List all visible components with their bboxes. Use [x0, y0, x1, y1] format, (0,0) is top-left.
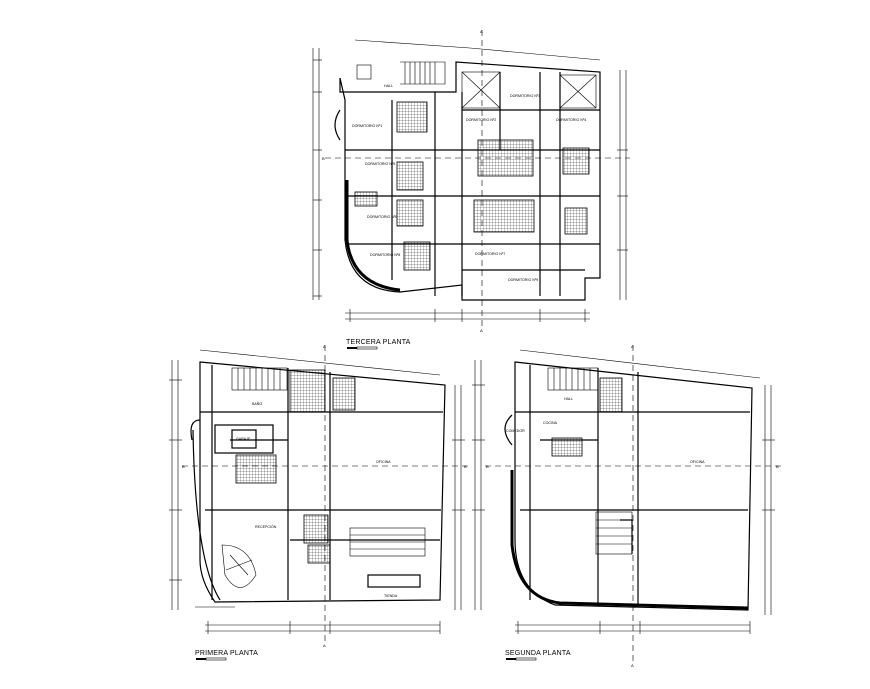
- axis-label: A: [323, 643, 326, 648]
- third-axis-markers: A A B: [322, 29, 630, 333]
- room-label: COMEDOR: [506, 429, 525, 433]
- plan-title-second: SEGUNDA PLANTA: [505, 650, 571, 657]
- third-shafts: [461, 71, 597, 109]
- room-label: BAÑO: [252, 401, 262, 406]
- scale-bar: [347, 347, 357, 349]
- first-floor-plan: A A B B: [169, 344, 468, 661]
- scale-bar: [506, 658, 516, 660]
- first-dimension-lines: [169, 349, 465, 634]
- room-label: DORMITORIO Nº5: [365, 162, 395, 166]
- room-label: COCINA: [543, 421, 558, 425]
- axis-label: B: [322, 156, 325, 161]
- third-floor-plan: A A B: [312, 29, 630, 350]
- plan-title-first: PRIMERA PLANTA: [195, 650, 258, 657]
- scale-bar: [196, 658, 206, 660]
- axis-label: A: [631, 663, 634, 668]
- second-room-labels: HALL COMEDOR COCINA OFICINA: [506, 397, 705, 464]
- second-stairs: [547, 367, 633, 555]
- room-label: DORMITORIO Nº2: [466, 118, 496, 122]
- scale-bar: [515, 657, 537, 661]
- axis-label: B: [464, 464, 467, 469]
- axis-label: B: [486, 464, 489, 469]
- room-label-hall: HALL: [384, 84, 393, 88]
- room-label: OFICINA: [376, 460, 391, 464]
- first-outer-walls: [190, 361, 446, 608]
- second-axis-markers: A A B B: [485, 344, 782, 668]
- room-label: OFICINA: [690, 460, 705, 464]
- second-inner-walls: [515, 365, 750, 605]
- first-spiral-stair: [221, 544, 257, 588]
- axis-label: B: [182, 464, 185, 469]
- first-garage-car: [214, 424, 274, 454]
- third-dimension-lines: [312, 39, 628, 322]
- second-floor-plan: A A B B HALL: [472, 344, 782, 668]
- axis-label: A: [480, 328, 483, 333]
- room-label: TIENDA: [384, 594, 398, 598]
- scale-bar: [356, 346, 378, 350]
- second-outer-walls: [504, 361, 753, 611]
- first-stairs: [231, 367, 426, 557]
- scale-bar: [205, 657, 227, 661]
- axis-label: A: [631, 344, 634, 349]
- room-label: DORMITORIO Nº6: [367, 215, 397, 219]
- room-label: DORMITORIO Nº4: [556, 118, 586, 122]
- room-label: DORMITORIO Nº1: [352, 124, 382, 128]
- room-label: GARAJE: [236, 437, 251, 441]
- axis-label: B: [776, 464, 779, 469]
- third-outer-walls: [334, 61, 601, 301]
- second-bathrooms: [551, 377, 623, 457]
- room-label: DORMITORIO Nº3: [510, 94, 540, 98]
- room-label-hall: HALL: [564, 397, 573, 401]
- first-bathrooms: [235, 369, 356, 564]
- second-dimension-lines: [472, 349, 775, 634]
- axis-label: A: [480, 29, 483, 34]
- room-label: DORMITORIO Nº8: [370, 253, 400, 257]
- third-room-labels: HALL DORMITORIO Nº1 DORMITORIO Nº2 DORMI…: [352, 84, 586, 282]
- third-bathrooms: [354, 101, 590, 271]
- axis-label: A: [323, 344, 326, 349]
- room-label: DORMITORIO Nº9: [508, 278, 538, 282]
- room-label: RECEPCIÓN: [255, 524, 277, 529]
- room-label: DORMITORIO Nº7: [475, 252, 505, 256]
- plan-title-third: TERCERA PLANTA: [346, 339, 411, 346]
- first-room-labels: BAÑO GARAJE RECEPCIÓN OFICINA TIENDA: [236, 401, 398, 598]
- shop-counter: [367, 574, 421, 588]
- third-inner-walls: [345, 72, 600, 296]
